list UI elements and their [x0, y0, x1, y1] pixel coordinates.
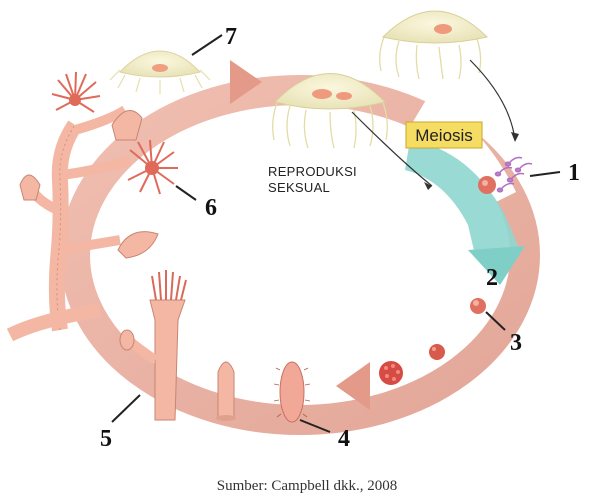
embryo-stages: [379, 344, 445, 385]
medusa-center: [272, 73, 388, 149]
top-arrow-head: [230, 60, 262, 104]
pointer-1: [529, 171, 561, 177]
bottom-arrow-head: [336, 362, 370, 410]
medusa-top-right: [379, 10, 488, 80]
reproduction-label-line1: REPRODUKSI: [268, 164, 357, 179]
zygote: [470, 298, 486, 314]
feeding-polyp-stage-5: [119, 270, 187, 421]
egg-and-sperm: [478, 156, 533, 194]
pointer-3: [485, 311, 506, 331]
stage-number-3: 3: [510, 330, 522, 356]
pointer-6: [175, 185, 197, 201]
stage-number-5: 5: [100, 426, 112, 452]
meiosis-label: Meiosis: [415, 126, 473, 145]
stage-number-6: 6: [205, 195, 217, 221]
reproduction-label-line2: SEKSUAL: [268, 180, 330, 195]
planula-larva: [273, 361, 311, 423]
meiosis-label-box: Meiosis: [405, 121, 483, 149]
stage-number-2: 2: [486, 265, 498, 291]
pointer-4: [299, 419, 331, 433]
stage-number-7: 7: [225, 24, 237, 50]
pointer-5: [111, 394, 141, 423]
medusa-small: [109, 50, 211, 94]
meiosis-arrow: [405, 140, 525, 285]
pointer-7: [191, 34, 223, 56]
polyp-colony: [6, 71, 178, 342]
source-caption: Sumber: Campbell dkk., 2008: [217, 478, 397, 494]
young-polyp: [216, 361, 236, 421]
stage-number-1: 1: [568, 160, 580, 186]
stage-number-4: 4: [338, 426, 350, 452]
pointer-top-right-to-sperm: [469, 59, 516, 141]
pointer-center-to-egg: [351, 111, 433, 187]
